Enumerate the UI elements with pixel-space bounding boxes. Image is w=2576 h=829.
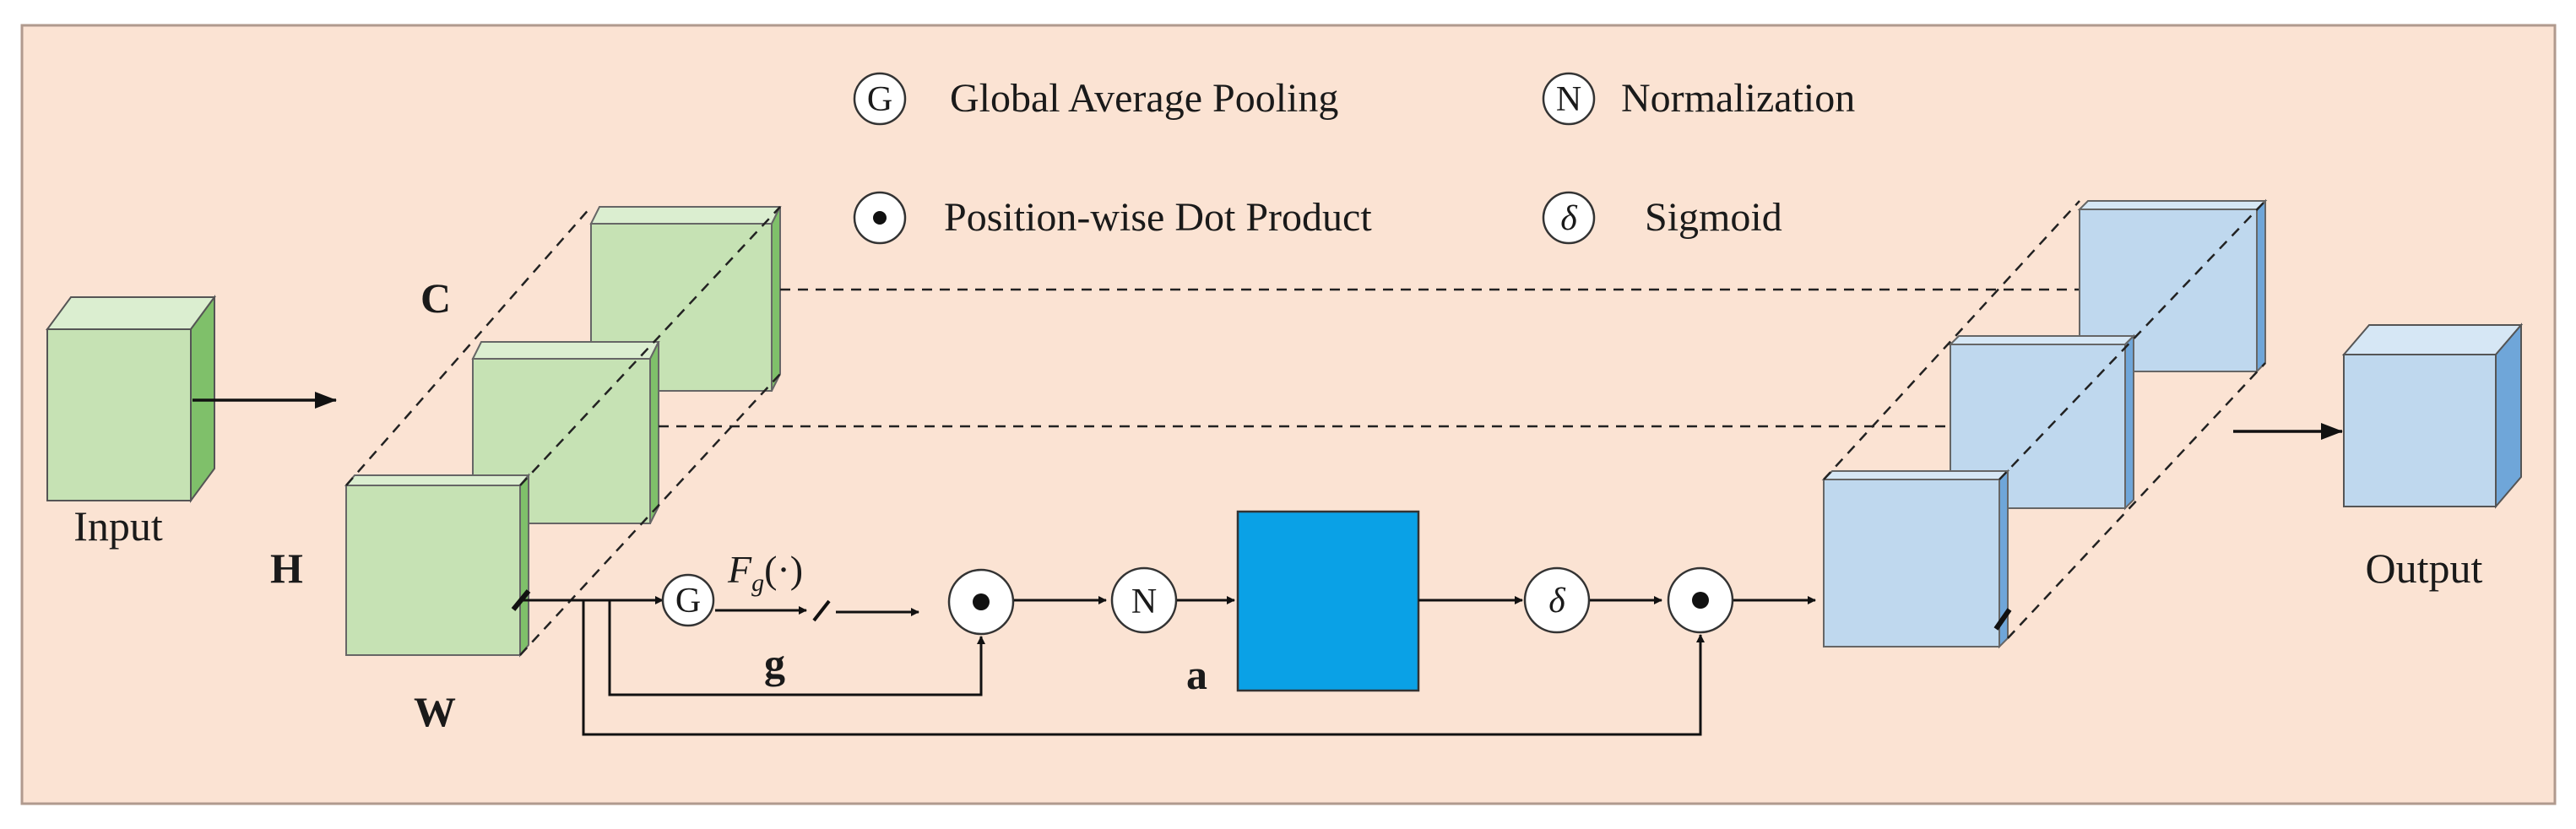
gap-node-symbol: G xyxy=(675,582,701,620)
norm-label: Normalization xyxy=(1621,76,1855,121)
gap-label: Global Average Pooling xyxy=(950,76,1338,121)
dot-label: Position-wise Dot Product xyxy=(944,195,1372,240)
fg-function-label: Fg(·) xyxy=(727,548,803,597)
input-slice-front xyxy=(344,473,531,658)
norm-node-symbol: N xyxy=(1131,582,1157,621)
input-volume-outline xyxy=(345,206,781,656)
sigmoid-symbol: δ xyxy=(1560,199,1578,238)
legend-gap-item: G Global Average Pooling xyxy=(853,72,1338,126)
input-label: Input xyxy=(73,502,163,550)
dot-product-node-1-center xyxy=(973,593,990,610)
skip-connection-1 xyxy=(608,600,985,696)
dim-label-h: H xyxy=(270,545,303,592)
input-cube xyxy=(46,294,216,504)
output-volume-outline xyxy=(1823,200,2266,639)
dim-label-c: C xyxy=(420,274,451,322)
gap-symbol-icon xyxy=(853,72,907,126)
sigmoid-node xyxy=(1523,566,1591,634)
sigmoid-node-symbol: δ xyxy=(1548,582,1566,620)
vector-label-g: g xyxy=(764,640,785,687)
output-slice-front xyxy=(1821,469,2010,649)
sigmoid-label: Sigmoid xyxy=(1645,195,1782,240)
legend-norm-item: N Normalization xyxy=(1542,72,1855,126)
attention-map xyxy=(1236,510,1420,692)
slash-mark xyxy=(812,599,831,622)
output-split-mark xyxy=(1993,608,2012,631)
dot-product-node-2-center xyxy=(1692,592,1709,609)
gap-node xyxy=(661,573,715,627)
output-label: Output xyxy=(2366,545,2483,592)
dim-label-w: W xyxy=(414,688,456,735)
output-cube xyxy=(2341,322,2524,509)
map-label-a: a xyxy=(1186,651,1207,698)
norm-symbol: N xyxy=(1556,80,1581,119)
norm-node xyxy=(1110,566,1178,634)
norm-symbol-icon xyxy=(1542,72,1596,126)
sigmoid-symbol-icon xyxy=(1542,191,1596,245)
legend: G Global Average Pooling N Normalization… xyxy=(853,72,1855,245)
dot-product-icon-center xyxy=(873,211,887,225)
gap-symbol: G xyxy=(867,80,892,119)
legend-dot-item: Position-wise Dot Product xyxy=(853,191,1372,245)
legend-sigmoid-item: δ Sigmoid xyxy=(1542,191,1782,245)
skip-connection-2 xyxy=(582,600,1705,736)
